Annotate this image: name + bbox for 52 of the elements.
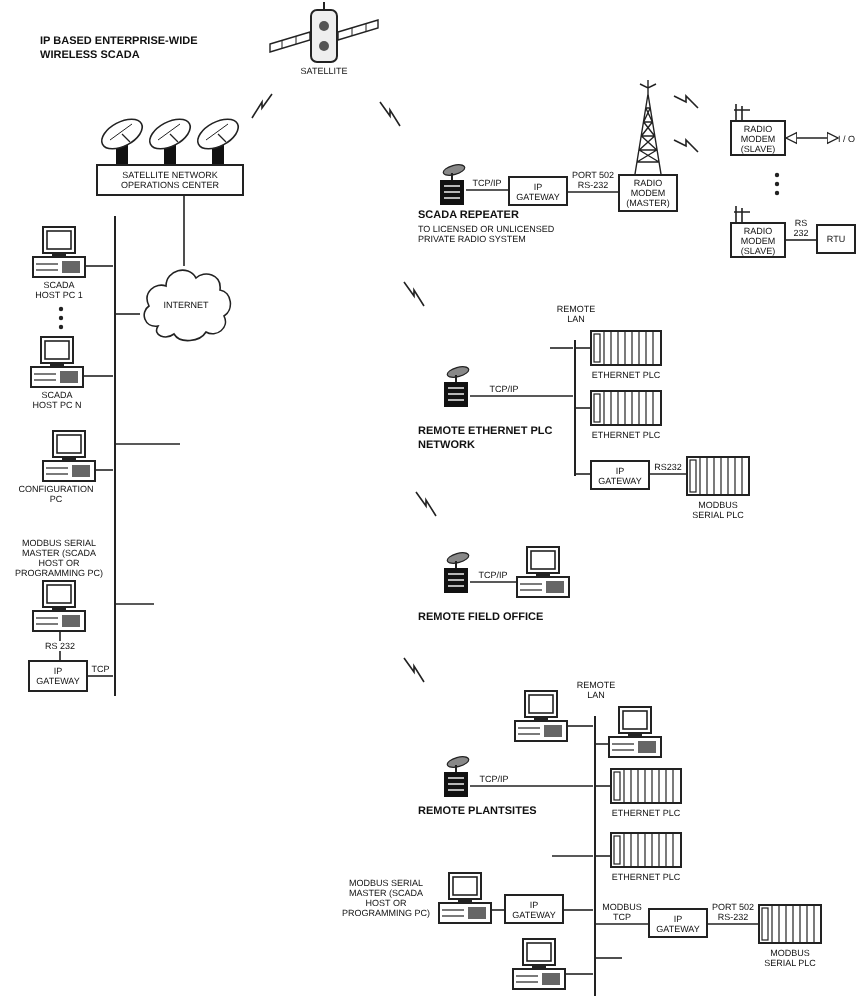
network-line (785, 239, 817, 241)
network-line (115, 443, 181, 445)
network-line (83, 375, 114, 377)
dish-antenna-icon (438, 164, 466, 206)
network-line (115, 603, 155, 605)
network-line (575, 407, 591, 409)
network-line (183, 195, 185, 267)
network-line (575, 347, 591, 349)
double-arrow (785, 132, 839, 144)
dish-antenna-icon (442, 552, 470, 594)
dish-antenna-icon (442, 756, 470, 798)
network-line (575, 473, 591, 475)
network-line (567, 725, 594, 727)
network-line (595, 855, 611, 857)
network-line (549, 347, 574, 349)
network-line (649, 473, 687, 475)
network-line (567, 191, 619, 193)
network-line (551, 855, 594, 857)
gateway-box (508, 176, 568, 206)
network-line (595, 957, 623, 959)
computer-icon (514, 690, 568, 742)
radio-modem-box (730, 222, 786, 258)
radio-modem-box (618, 174, 678, 212)
dish-antenna-icon (442, 366, 470, 408)
operations-center-box (96, 164, 244, 196)
network-line (491, 909, 505, 911)
network-bus-line (573, 340, 576, 476)
network-line (95, 469, 114, 471)
network-line (707, 923, 759, 925)
network-line (85, 265, 114, 267)
network-line (87, 675, 114, 677)
gateway-box (648, 908, 708, 938)
gateway-box (504, 894, 564, 924)
computer-icon (608, 706, 662, 758)
computer-icon (512, 938, 566, 990)
network-line (469, 395, 574, 397)
radio-modem-box (730, 120, 786, 156)
network-bus-line (113, 216, 116, 696)
network-line (115, 313, 141, 315)
computer-icon (516, 546, 570, 598)
network-line (595, 785, 611, 787)
network-line (595, 923, 649, 925)
rtu-box (816, 224, 856, 254)
network-bus-line (593, 716, 596, 996)
network-line (465, 189, 509, 191)
network-line (563, 909, 594, 911)
gateway-box (28, 660, 88, 692)
network-line (595, 743, 609, 745)
gateway-box (590, 460, 650, 490)
network-line (469, 581, 517, 583)
network-line (565, 973, 594, 975)
network-line (469, 785, 594, 787)
